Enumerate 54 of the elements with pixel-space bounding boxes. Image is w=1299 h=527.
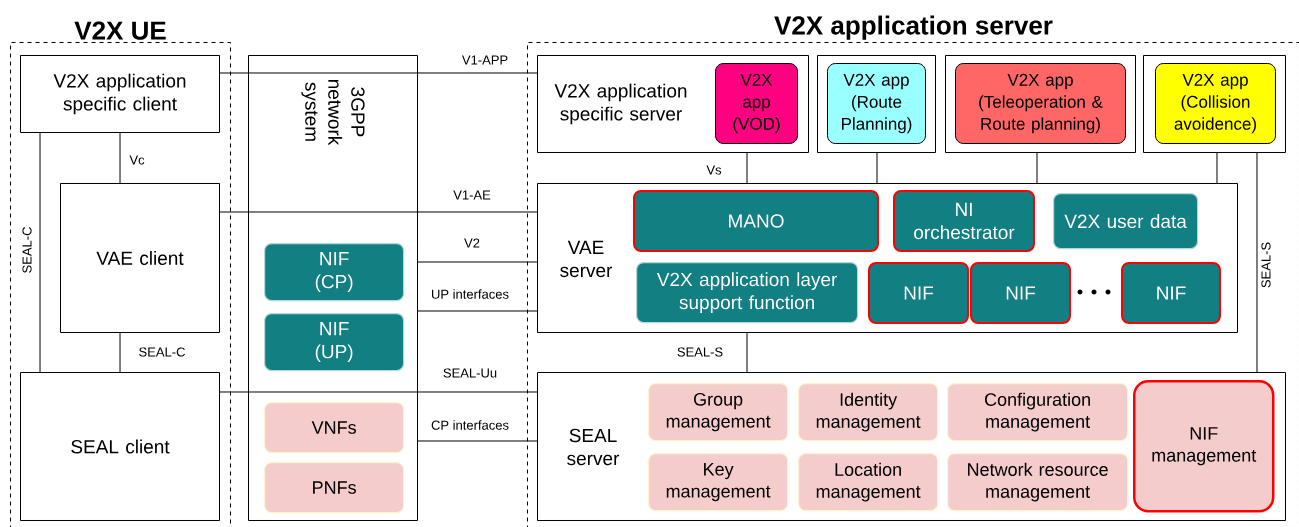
function-box: Group management	[648, 383, 789, 442]
edge-label: CP interfaces	[430, 419, 510, 431]
function-box: Location management	[798, 453, 939, 512]
component-box: VAE client	[60, 183, 220, 333]
connector-line	[746, 332, 748, 373]
connector-line	[39, 132, 41, 373]
function-box: V2X application layer support function	[636, 262, 859, 324]
connector-line	[1036, 152, 1038, 184]
function-box: NIF (CP)	[264, 243, 405, 302]
app-box: V2X app (Teleoperation & Route planning)	[955, 63, 1126, 144]
edge-label: V2	[463, 237, 481, 249]
edge-label: V1-AE	[452, 189, 492, 201]
connector-line	[1256, 152, 1258, 373]
function-box: Network resource management	[947, 453, 1129, 512]
connector-line	[119, 132, 121, 184]
function-box: NI orchestrator	[893, 190, 1035, 252]
edge-label: Vs	[705, 164, 723, 176]
connector-line	[219, 211, 538, 213]
edge-label: Vc	[128, 154, 146, 166]
function-box: NIF	[1121, 262, 1221, 324]
function-box: NIF	[868, 262, 969, 324]
function-box: VNFs	[264, 402, 405, 454]
connector-line	[876, 152, 878, 184]
function-box: MANO	[633, 190, 879, 252]
function-box: Key management	[648, 453, 789, 512]
app-box: V2X app (VOD)	[715, 63, 798, 144]
edge-label: SEAL-S	[675, 346, 725, 358]
connector-line	[417, 310, 538, 312]
function-box: NIF management	[1133, 380, 1275, 513]
node-label: V2X UE	[74, 21, 166, 40]
connector-line	[417, 261, 538, 263]
edge-label: SEAL-C	[21, 225, 33, 275]
function-box: NIF	[970, 262, 1071, 324]
edge-label: SEAL-S	[1260, 240, 1272, 290]
component-box: SEAL client	[20, 372, 220, 521]
function-box: V2X user data	[1053, 193, 1199, 250]
function-box: NIF (UP)	[264, 313, 405, 372]
connector-line	[219, 72, 538, 74]
connector-line	[119, 332, 121, 373]
connector-line	[219, 391, 538, 393]
edge-label: V1-APP	[460, 54, 510, 66]
connector-line	[417, 440, 538, 442]
node-label: V2X application server	[774, 15, 1053, 40]
edge-label: SEAL-C	[137, 346, 187, 358]
app-box: V2X app (Route Planning)	[827, 63, 926, 144]
connector-line	[746, 152, 748, 184]
component-box: V2X application specific client	[20, 55, 220, 133]
connector-line	[1216, 152, 1218, 184]
edge-label: UP interfaces	[430, 288, 510, 300]
function-box: Identity management	[798, 383, 939, 442]
function-box: PNFs	[264, 462, 405, 514]
app-box: V2X app (Collision avoidence)	[1155, 63, 1276, 144]
function-box: Configuration management	[947, 383, 1129, 442]
edge-label: SEAL-Uu	[441, 367, 499, 379]
